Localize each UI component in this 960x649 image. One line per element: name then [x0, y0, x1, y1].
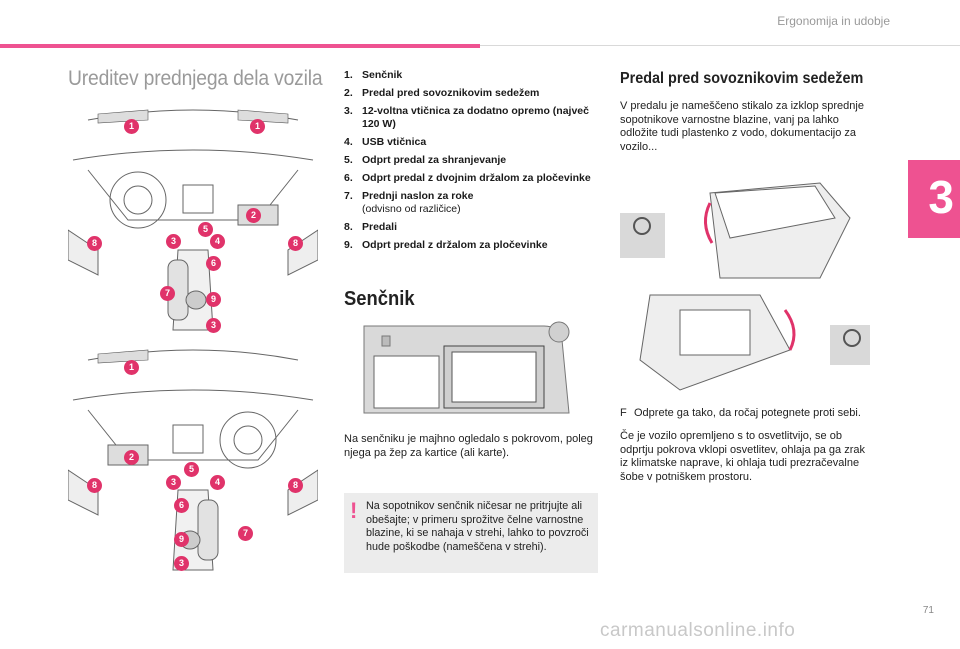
- callout-9: 9: [206, 292, 221, 307]
- predal-bullet-text: Odprete ga tako, da ročaj potegnete prot…: [634, 407, 861, 419]
- glovebox-illustration-2: [639, 294, 870, 391]
- chapter-tab: [908, 160, 960, 238]
- callout-1a: 1: [124, 119, 139, 134]
- glovebox-illustration-1: [620, 182, 851, 279]
- callout-1b: 1: [250, 119, 265, 134]
- warning-text: Na sopotnikov senčnik ničesar ne pritrju…: [366, 500, 589, 553]
- list-item: 8.Predali: [344, 221, 398, 233]
- callout-3: 3: [166, 234, 181, 249]
- callout-8b: 8: [288, 236, 303, 251]
- callout-8a: 8: [87, 236, 102, 251]
- callout-r8a: 8: [87, 478, 102, 493]
- predal-title: Predal pred sovoznikovim sedežem: [620, 70, 864, 87]
- running-title: Ergonomija in udobje: [777, 14, 890, 28]
- callout-r8b: 8: [288, 478, 303, 493]
- callout-6: 6: [206, 256, 221, 271]
- warning-icon: !: [350, 498, 358, 523]
- sun-visor-illustration: [363, 321, 570, 414]
- list-item: 4.USB vtičnica: [344, 136, 427, 148]
- callout-r6: 6: [174, 498, 189, 513]
- callout-5: 5: [198, 222, 213, 237]
- bullet-icon: F: [620, 407, 627, 419]
- callout-r9: 9: [174, 532, 189, 547]
- callout-r7: 7: [238, 526, 253, 541]
- watermark: carmanualsonline.info: [600, 620, 796, 641]
- component-list: 1.Senčnik 2.Predal pred sovoznikovim sed…: [344, 69, 594, 257]
- list-item-sub: (odvisno od različice): [362, 203, 461, 215]
- callout-r3b: 3: [174, 556, 189, 571]
- list-item: 5.Odprt predal za shranjevanje: [344, 154, 507, 166]
- warning-box: [344, 493, 598, 573]
- header-accent-bar: [0, 44, 480, 48]
- callout-r2: 2: [124, 450, 139, 465]
- section-title: Ureditev prednjega dela vozila: [68, 67, 323, 90]
- callout-r5: 5: [184, 462, 199, 477]
- predal-text-2: Če je vozilo opremljeno s to osvetlitvij…: [620, 430, 865, 483]
- page-number: 71: [922, 605, 934, 616]
- callout-2: 2: [246, 208, 261, 223]
- callout-r4: 4: [210, 475, 225, 490]
- list-item: 1.Senčnik: [344, 69, 403, 81]
- callout-4: 4: [210, 234, 225, 249]
- list-item: 2.Predal pred sovoznikovim sedežem: [344, 87, 540, 99]
- predal-bullet: F Odprete ga tako, da ročaj potegnete pro…: [620, 403, 870, 421]
- callout-r1: 1: [124, 360, 139, 375]
- right-hand-drive-diagram: [68, 340, 318, 580]
- list-item: 3.12-voltna vtičnica za dodatno opremo (…: [344, 105, 589, 130]
- predal-text: V predalu je nameščeno stikalo za izklop…: [620, 100, 864, 153]
- sencnik-title: Senčnik: [344, 288, 415, 310]
- callout-3b: 3: [206, 318, 221, 333]
- list-item: 6.Odprt predal z dvojnim držalom za ploč…: [344, 172, 591, 184]
- left-hand-drive-diagram: [68, 100, 318, 340]
- callout-r3: 3: [166, 475, 181, 490]
- list-item: 7.Prednji naslon za roke(odvisno od razl…: [344, 190, 474, 215]
- list-item: 9.Odprt predal z držalom za pločevinke: [344, 239, 548, 251]
- sencnik-text: Na senčniku je majhno ogledalo s pokrovo…: [344, 433, 593, 459]
- callout-7: 7: [160, 286, 175, 301]
- chapter-number: 3: [928, 171, 954, 223]
- header-rule: [480, 45, 960, 46]
